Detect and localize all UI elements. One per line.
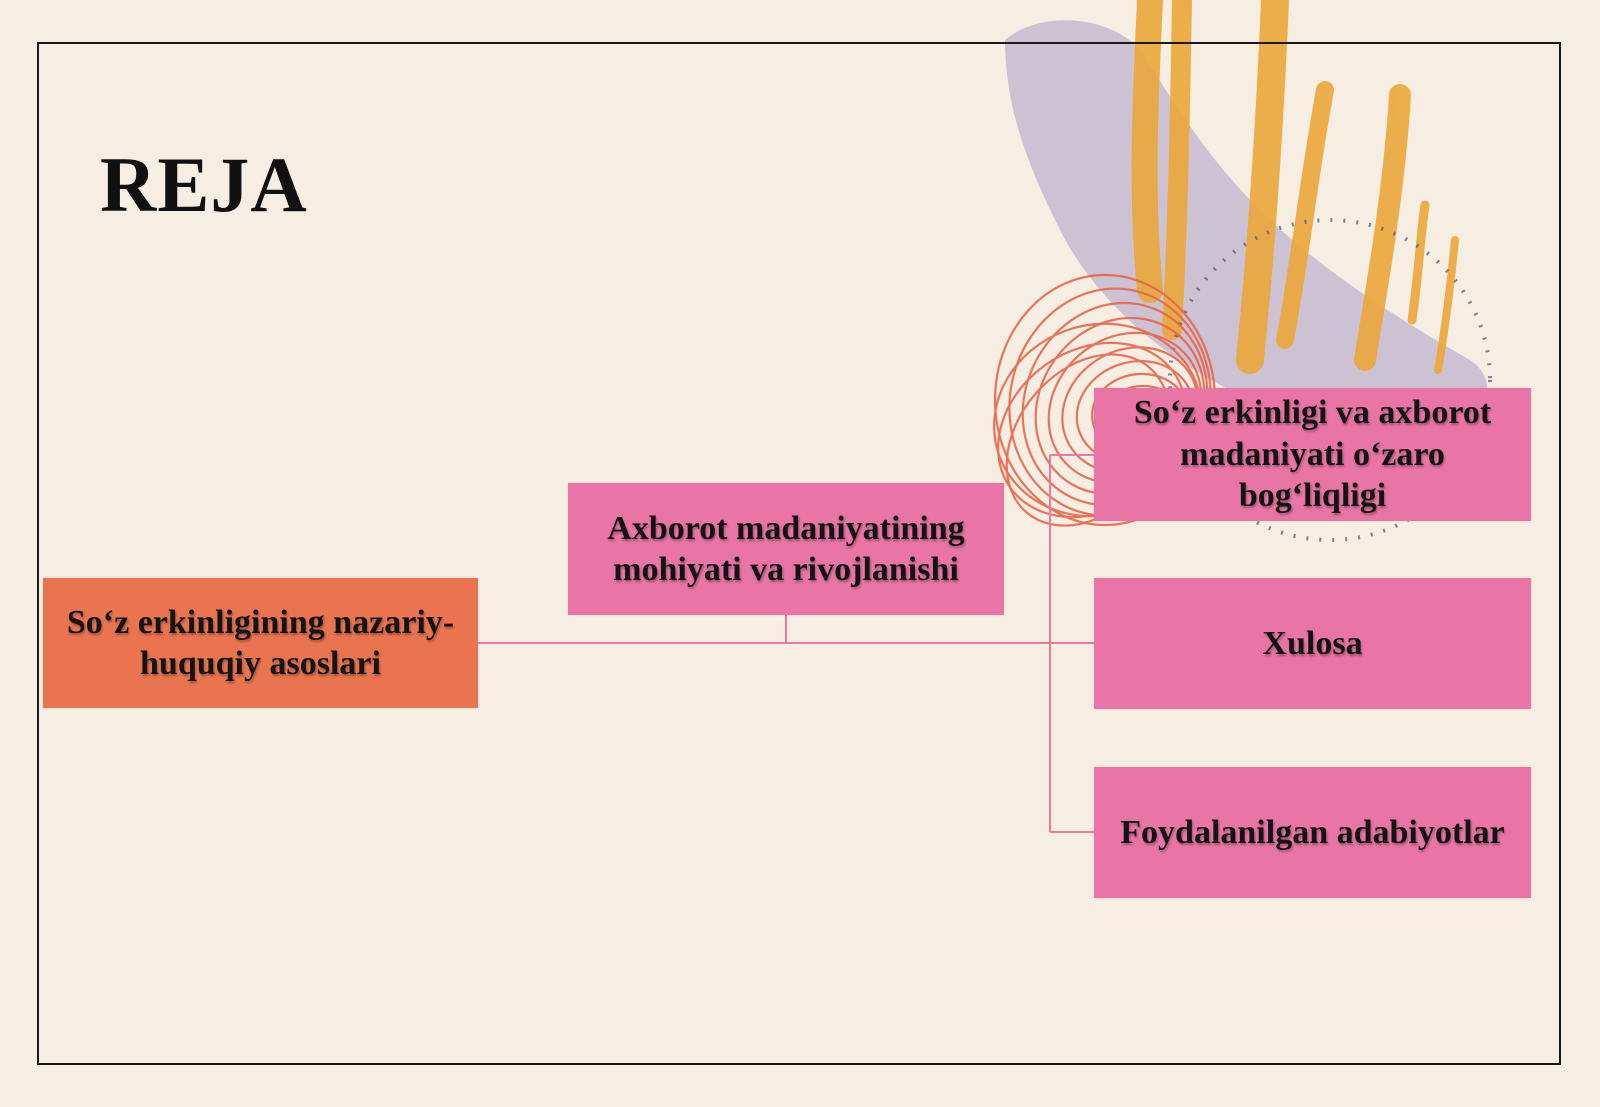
middle-node: Axborot madaniyatining mohiyati va rivoj… bbox=[568, 483, 1004, 615]
slide-title: REJA bbox=[100, 141, 308, 228]
branch-node-2-label: Xulosa bbox=[1262, 624, 1363, 662]
branch-node-1: So‘z erkinligi va axborot madaniyati o‘z… bbox=[1094, 388, 1531, 521]
root-node: So‘z erkinligining nazariy-huquqiy asosl… bbox=[43, 578, 478, 708]
branch-node-3: Foydalanilgan adabiyotlar bbox=[1094, 767, 1531, 898]
branch-node-3-label: Foydalanilgan adabiyotlar bbox=[1120, 813, 1505, 851]
dotted-circle bbox=[1168, 218, 1492, 542]
branch-node-1-label: So‘z erkinligi va axborot madaniyati o‘z… bbox=[1133, 394, 1492, 515]
slide-frame bbox=[37, 42, 1561, 1065]
middle-node-label: Axborot madaniyatining mohiyati va rivoj… bbox=[607, 509, 965, 588]
root-node-label: So‘z erkinligining nazariy-huquqiy asosl… bbox=[66, 603, 455, 682]
orange-brush-strokes bbox=[1131, 0, 1459, 374]
branch-node-2: Xulosa bbox=[1094, 578, 1531, 709]
